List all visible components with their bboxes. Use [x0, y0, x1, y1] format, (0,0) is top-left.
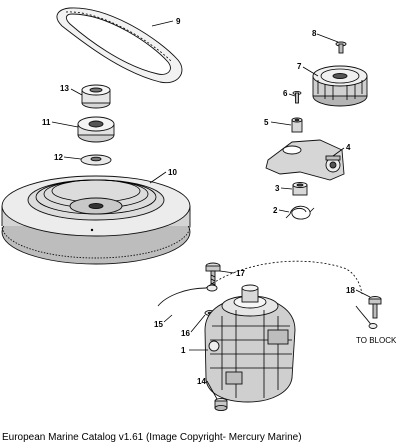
- callout-1: 1: [181, 346, 186, 355]
- callout-10: 10: [168, 168, 177, 177]
- callout-7: 7: [297, 62, 302, 71]
- sleeve: [292, 182, 308, 196]
- catalog-footer: European Marine Catalog v1.61 (Image Cop…: [2, 432, 302, 443]
- spacer: [291, 117, 303, 133]
- to-block-label: TO BLOCK: [356, 336, 397, 345]
- callout-6: 6: [283, 89, 288, 98]
- screw-small: [292, 90, 302, 104]
- alternator: [204, 284, 296, 403]
- drive-belt: [56, 7, 183, 84]
- screw-top: [335, 41, 347, 54]
- tensioner-bracket: [265, 139, 345, 181]
- callout-16: 16: [181, 329, 190, 338]
- callout-13: 13: [60, 84, 69, 93]
- idler-pulley: [312, 65, 368, 107]
- callout-8: 8: [312, 29, 317, 38]
- pulley-nut: [77, 116, 115, 143]
- callout-15: 15: [154, 320, 163, 329]
- callout-11: 11: [42, 118, 51, 127]
- callout-14: 14: [197, 377, 206, 386]
- callout-18: 18: [346, 286, 355, 295]
- leader-lines: [51, 20, 371, 400]
- flywheel: [1, 175, 191, 265]
- callout-labels: 9 8 7 6 5 4 3 2 13 11 12 10 17 15 16 18 …: [42, 17, 397, 386]
- bushing: [81, 84, 111, 109]
- callout-12: 12: [54, 153, 63, 162]
- callout-5: 5: [264, 118, 269, 127]
- callout-9: 9: [176, 17, 181, 26]
- callout-4: 4: [346, 143, 351, 152]
- callout-17: 17: [236, 269, 245, 278]
- bolt-block: [355, 296, 382, 329]
- callout-3: 3: [275, 184, 280, 193]
- ground-cable: [157, 260, 363, 307]
- terminal-nut: [214, 397, 228, 412]
- callout-2: 2: [273, 206, 278, 215]
- washer: [80, 154, 112, 166]
- exploded-parts-diagram: 9 8 7 6 5 4 3 2 13 11 12 10 17 15 16 18 …: [1, 7, 397, 412]
- spring: [285, 205, 315, 220]
